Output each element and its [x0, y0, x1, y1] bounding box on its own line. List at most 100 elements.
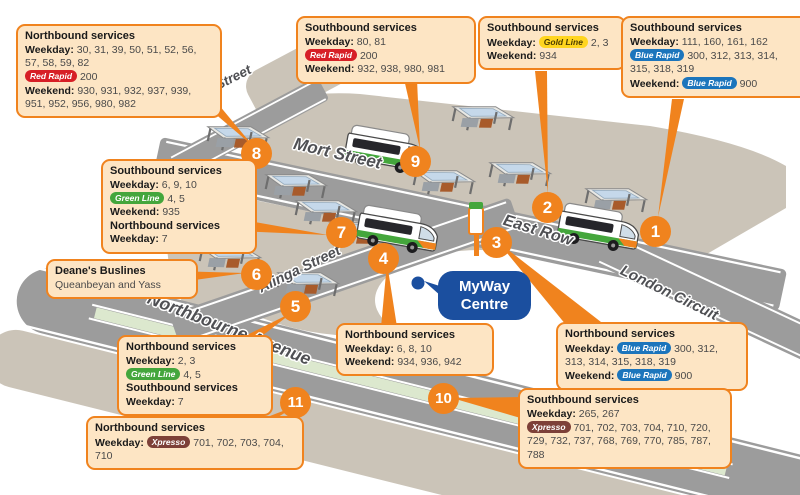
service-line: Weekday: 6, 9, 10 — [110, 179, 248, 192]
callout-title: Northbound services — [25, 30, 136, 42]
callout-title: Southbound services — [487, 22, 599, 34]
callout-title: Northbound services — [565, 328, 676, 340]
routes: 932, 938, 980, 981 — [357, 63, 445, 76]
service-line: Weekday: 111, 160, 161, 162 — [630, 36, 800, 49]
routes: 6, 9, 10 — [161, 178, 197, 191]
xpresso-badge: Xpresso — [527, 421, 571, 434]
service-line: Weekday: 6, 8, 10 — [345, 343, 485, 356]
callout-title: Southbound services — [630, 22, 742, 34]
myway-line2: Centre — [460, 295, 509, 313]
day-label: Weekend: — [305, 63, 355, 76]
green-line-badge: Green Line — [126, 368, 181, 381]
day-label: Weekend: — [345, 356, 395, 369]
red-rapid-badge: Red Rapid — [305, 49, 358, 62]
callout-stop10-southbound: Southbound services Weekday: 265, 267 Xp… — [518, 388, 732, 469]
service-line: Weekend: 934 — [487, 50, 617, 63]
routes: 265, 267 — [578, 407, 620, 420]
stop-marker-7: 7 — [326, 217, 357, 248]
callout-title: Southbound services — [110, 165, 222, 177]
callout-stop11-northbound: Northbound services Weekday: Xpresso 701… — [86, 416, 304, 471]
callout-stop7-services: Southbound services Weekday: 6, 9, 10 Gr… — [101, 159, 257, 254]
day-label: Weekday: — [110, 233, 159, 246]
service-line: Weekday: 7 — [126, 396, 264, 409]
red-rapid-badge: Red Rapid — [25, 70, 78, 83]
service-line: Green Line 4, 5 — [126, 368, 264, 382]
day-label: Weekday: — [126, 354, 175, 367]
routes: 4, 5 — [167, 193, 185, 206]
routes: 111, 160, 161, 162 — [681, 35, 768, 48]
callout-title: Southbound services — [305, 22, 417, 34]
stop-marker-3: 3 — [481, 227, 512, 258]
service-line: Weekday: 30, 31, 39, 50, 51, 52, 56, 57,… — [25, 44, 213, 70]
routes: 934 — [539, 50, 557, 63]
day-label: Weekend: — [487, 50, 537, 63]
stop-marker-10: 10 — [428, 383, 459, 414]
day-label: Weekday: — [25, 43, 74, 56]
service-line: Queanbeyan and Yass — [55, 279, 189, 292]
routes: 30, 31, 39, 50, 51, 52, 56, 57, 58, 59, … — [25, 43, 197, 70]
callout-title: Northbound services — [345, 329, 456, 341]
day-label: Weekday: — [630, 35, 679, 48]
callout-stop4-northbound: Northbound services Weekday: 6, 8, 10 We… — [336, 323, 494, 377]
service-line: Weekend: 930, 931, 932, 937, 939, 951, 9… — [25, 85, 213, 111]
blue-rapid-badge: Blue Rapid — [617, 369, 672, 382]
stop-marker-9: 9 — [400, 146, 431, 177]
callout-stop2-southbound: Southbound services Weekday: Gold Line 2… — [478, 16, 626, 71]
day-label: Weekday: — [95, 436, 144, 449]
routes: 701, 702, 703, 704, 710, 720, 729, 732, … — [527, 422, 711, 461]
service-line: Red Rapid 200 — [305, 49, 467, 63]
callout-title: Southbound services — [126, 382, 238, 395]
service-line: Weekday: 7 — [110, 233, 248, 246]
callout-title: Southbound services — [527, 394, 639, 406]
stop-marker-11: 11 — [280, 387, 311, 418]
service-line: Weekend: Blue Rapid 900 — [565, 369, 739, 383]
callout-stop1-southbound: Southbound services Weekday: 111, 160, 1… — [621, 16, 800, 98]
day-label: Weekday: — [305, 35, 354, 48]
day-label: Weekday: — [345, 342, 394, 355]
callout-stop5-services: Northbound services Weekday: 2, 3 Green … — [117, 335, 273, 417]
day-label: Weekday: — [110, 178, 159, 191]
service-line: Weekend: 935 — [110, 206, 248, 219]
day-label: Weekday: — [565, 342, 614, 355]
service-line: Weekend: Blue Rapid 900 — [630, 76, 800, 91]
routes: 7 — [161, 233, 168, 246]
day-label: Weekend: — [25, 84, 75, 97]
service-line: Weekend: 934, 936, 942 — [345, 356, 485, 369]
stop-marker-6: 6 — [241, 259, 272, 290]
stop-marker-5: 5 — [280, 291, 311, 322]
blue-rapid-badge: Blue Rapid — [630, 49, 685, 62]
service-line: Weekday: 80, 81 — [305, 36, 467, 49]
service-line: Red Rapid 200 — [25, 70, 213, 84]
routes: 6, 8, 10 — [396, 342, 432, 355]
service-line: Green Line 4, 5 — [110, 192, 248, 206]
callout-stop8-northbound: Northbound services Weekday: 30, 31, 39,… — [16, 24, 222, 118]
service-line: Weekday: 2, 3 — [126, 355, 264, 368]
green-line-badge: Green Line — [110, 192, 165, 205]
service-line: Xpresso 701, 702, 703, 704, 710, 720, 72… — [527, 421, 723, 462]
service-line: Weekday: Blue Rapid 300, 312, 313, 314, … — [565, 341, 739, 369]
xpresso-badge: Xpresso — [146, 435, 191, 448]
day-label: Weekend: — [630, 77, 680, 90]
service-line: Weekday: Xpresso 701, 702, 703, 704, 710 — [95, 435, 295, 463]
routes: 900 — [739, 77, 758, 90]
bus-stop-pole — [468, 202, 484, 256]
routes: 900 — [674, 370, 693, 383]
service-line: Weekend: 932, 938, 980, 981 — [305, 63, 467, 76]
blue-rapid-badge: Blue Rapid — [616, 341, 672, 354]
callout-title: Northbound services — [95, 422, 206, 434]
stop-marker-2: 2 — [532, 192, 563, 223]
day-label: Weekend: — [565, 370, 615, 383]
day-label: Weekday: — [527, 407, 576, 420]
routes: 300, 312, 313, 314, 315, 318, 319 — [565, 342, 718, 369]
routes: 930, 931, 932, 937, 939, 951, 952, 956, … — [25, 84, 192, 110]
callout-title: Deane's Buslines — [55, 265, 146, 277]
routes: 200 — [79, 71, 98, 84]
day-label: Weekend: — [110, 206, 160, 219]
gold-line-badge: Gold Line — [538, 35, 588, 48]
routes: 7 — [177, 396, 184, 409]
routes: 2, 3 — [177, 354, 196, 367]
routes: 200 — [359, 50, 378, 63]
road-london-circuit — [594, 231, 800, 363]
day-label: Weekday: — [126, 396, 175, 409]
